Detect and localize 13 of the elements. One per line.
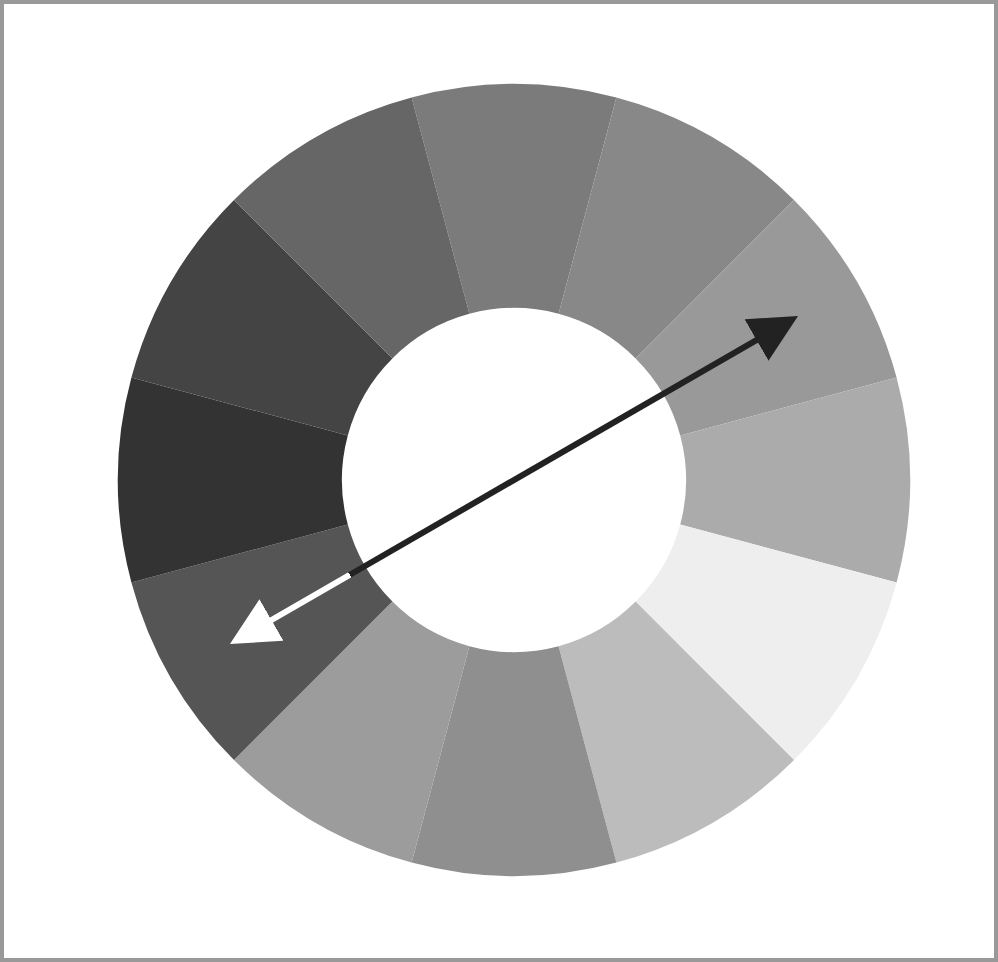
wheel-segment: [234, 97, 470, 359]
wheel-segment: [558, 97, 794, 359]
wheel-segment: [411, 646, 617, 876]
wheel-segment: [558, 601, 794, 863]
wheel-segment: [411, 84, 617, 314]
wheel-segment: [635, 524, 897, 760]
wheel-segment: [118, 377, 348, 583]
double-arrow: [229, 316, 799, 644]
wheel-segment: [680, 377, 910, 583]
wheel-segment: [234, 601, 470, 863]
wheel-segment: [635, 200, 897, 436]
wheel-segment: [131, 524, 393, 760]
wheel-segment: [131, 200, 393, 436]
